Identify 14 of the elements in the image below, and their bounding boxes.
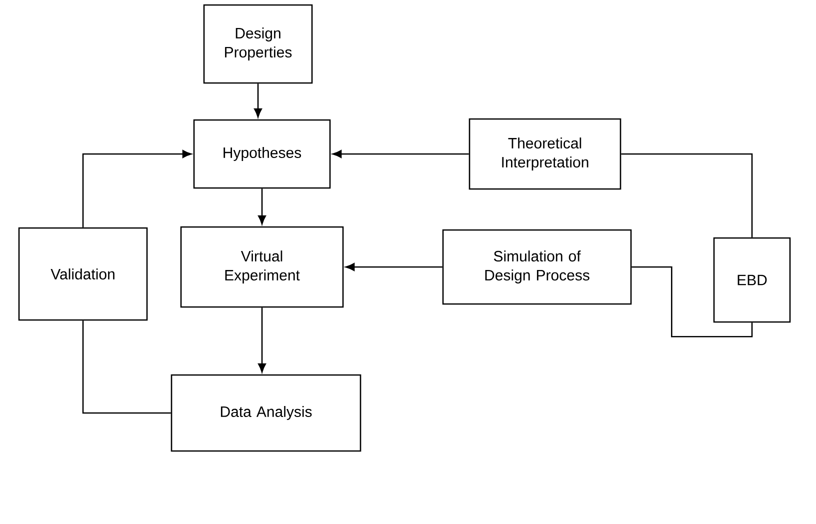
process-box: Simulation of Design Process — [442, 229, 632, 305]
arrow — [258, 308, 266, 373]
process-box: Design Properties — [203, 4, 313, 84]
process-box: Virtual Experiment — [180, 226, 344, 308]
process-box: Hypotheses — [193, 119, 331, 189]
process-box: Validation — [18, 227, 148, 321]
arrow — [345, 263, 442, 271]
arrow — [82, 150, 192, 228]
process-box: Data Analysis — [170, 374, 362, 452]
arrow — [258, 188, 266, 225]
process-box: EBD — [713, 237, 791, 323]
arrow — [254, 84, 262, 118]
arrow — [332, 150, 469, 158]
process-box: Theoretical Interpretation — [468, 118, 622, 190]
